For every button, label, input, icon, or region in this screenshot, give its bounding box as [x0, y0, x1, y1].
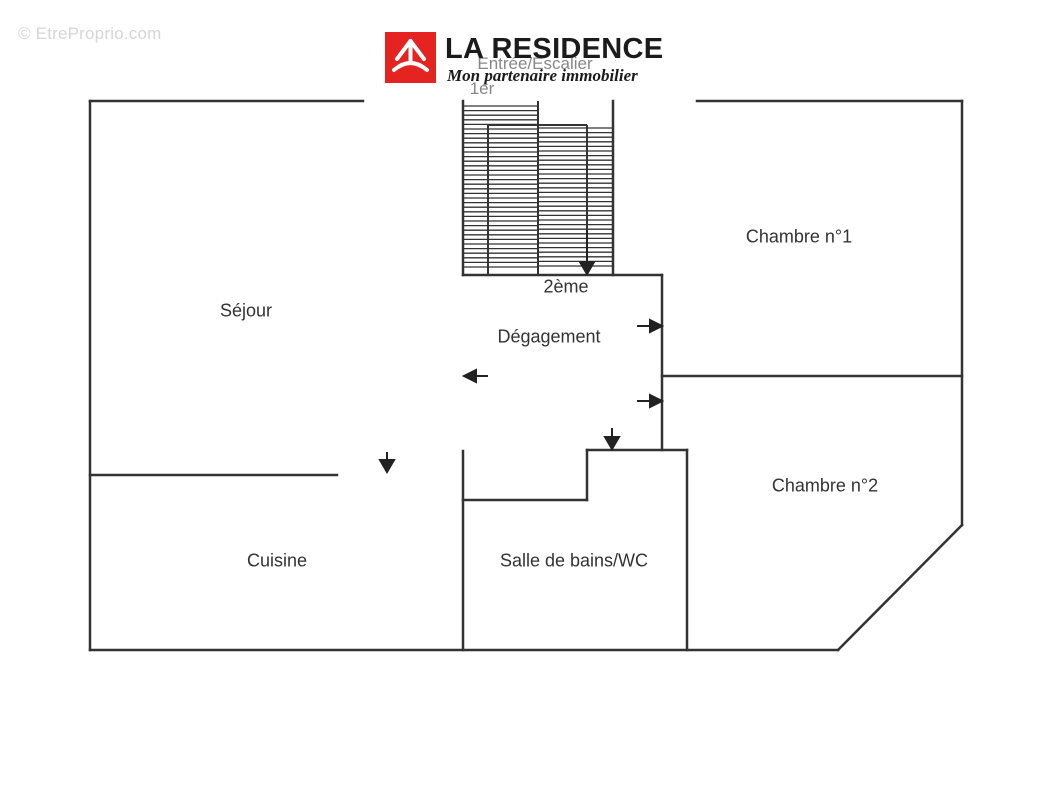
arrow-sejour-head	[461, 368, 477, 384]
room-label-degagement: Dégagement	[497, 326, 601, 347]
brand-tagline: Mon partenaire immobilier	[447, 66, 638, 85]
brand-logo: LA RESIDENCE Mon partenaire immobilier	[385, 32, 685, 88]
brand-name: LA RESIDENCE	[445, 33, 664, 65]
house-roof-logo-icon	[385, 32, 436, 83]
room-label-chambre-1: Chambre n°1	[745, 226, 853, 247]
stair-floor-1-label: 1er	[469, 79, 495, 98]
stair-entry-label: Entrée/Escalier	[477, 54, 593, 73]
stair-floor-2-label: 2ème	[543, 276, 589, 297]
room-label-sejour: Séjour	[219, 300, 273, 321]
room-label-chambre-2: Chambre n°2	[771, 475, 879, 496]
staircase	[463, 105, 613, 268]
outer-wall-chamfer	[836, 523, 964, 652]
arrow-chambre2-head	[649, 393, 665, 409]
room-label-cuisine: Cuisine	[246, 550, 308, 571]
stair-arrow-head	[578, 261, 596, 276]
arrow-cuisine-head	[378, 459, 396, 474]
room-label-salle-de-bains: Salle de bains/WC	[499, 550, 649, 571]
arrow-chambre1-head	[649, 318, 665, 334]
arrow-bath-head	[603, 436, 621, 451]
watermark: © EtreProprio.com	[18, 24, 162, 43]
